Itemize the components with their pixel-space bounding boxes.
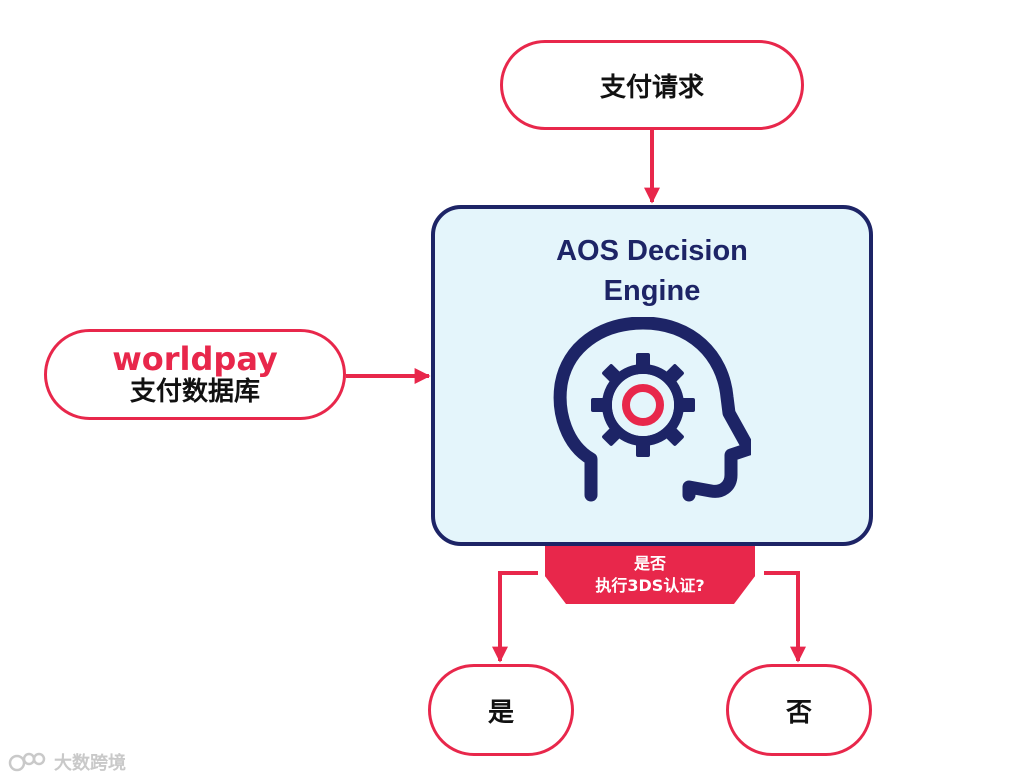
yes-label: 是 [487,697,514,728]
watermark-text: 大数跨境 [54,753,126,774]
decision-engine-box: AOS Decision Engine [431,205,873,546]
decision-line-1: 是否 [633,554,666,573]
arrow-decision-to-no [764,571,806,663]
watermark: 大数跨境 [8,748,126,776]
decision-line-2: 执行3DS认证? [595,576,705,595]
no-label: 否 [785,697,812,728]
payment-request-node: 支付请求 [500,40,804,130]
head-gear-icon [553,317,751,502]
arrow-decision-to-yes [492,571,538,663]
payment-database-label: 支付数据库 [129,376,260,407]
worldpay-logo: worldpay [112,340,278,379]
no-node: 否 [726,664,872,756]
engine-title: AOS Decision Engine [556,235,748,307]
yes-node: 是 [428,664,574,756]
decision-label: 是否 执行3DS认证? [545,546,755,604]
payment-request-label: 支付请求 [599,72,704,103]
watermark-logo-icon [8,752,46,772]
payment-database-node: worldpay 支付数据库 [44,329,346,420]
